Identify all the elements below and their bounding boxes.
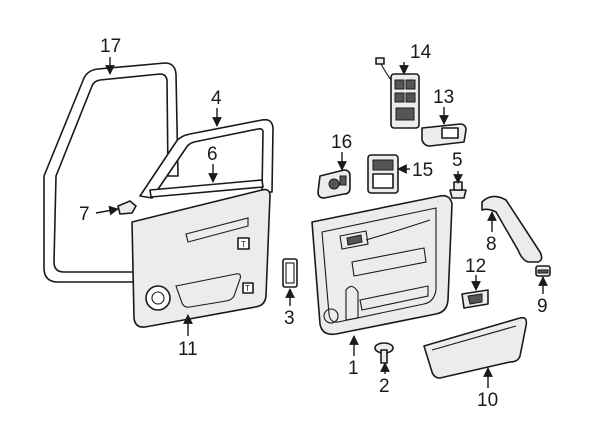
callout-13: 13 (433, 87, 454, 108)
window-switch-14 (375, 57, 420, 129)
callout-3: 3 (284, 308, 295, 329)
callout-10: 10 (477, 390, 498, 411)
push-pin-2 (374, 342, 394, 364)
handle-12 (461, 289, 489, 309)
callout-8: 8 (486, 234, 497, 255)
retainer-5 (449, 181, 467, 199)
callout-2: 2 (379, 376, 390, 397)
callout-7: 7 (79, 204, 90, 225)
callout-15: 15 (412, 160, 433, 181)
switch-bezel-16 (317, 169, 351, 199)
svg-text:T: T (241, 240, 246, 249)
insert-3 (282, 258, 298, 288)
door-trim-panel-1 (311, 194, 453, 336)
callout-1: 1 (348, 358, 359, 379)
callout-14: 14 (410, 42, 432, 63)
switch-15 (367, 154, 399, 194)
plug-9 (535, 265, 551, 277)
leader-lines (95, 57, 548, 388)
door-panel-11: T T (131, 188, 271, 328)
callout-16: 16 (331, 132, 352, 153)
callout-17: 17 (100, 36, 121, 57)
callout-5: 5 (452, 150, 463, 171)
clip-7 (117, 200, 137, 215)
armrest-10 (423, 316, 528, 379)
callout-12: 12 (465, 256, 486, 277)
callout-6: 6 (207, 144, 218, 165)
belt-weatherstrip-6 (149, 179, 264, 198)
callout-labels: 17 4 6 7 11 3 1 2 16 15 14 13 5 8 9 12 1… (79, 36, 548, 411)
callout-11: 11 (178, 339, 198, 360)
switch-bezel-13 (421, 123, 467, 147)
leader-7 (95, 205, 119, 216)
svg-text:T: T (245, 284, 250, 293)
callout-9: 9 (537, 296, 548, 317)
callout-4: 4 (211, 88, 222, 109)
